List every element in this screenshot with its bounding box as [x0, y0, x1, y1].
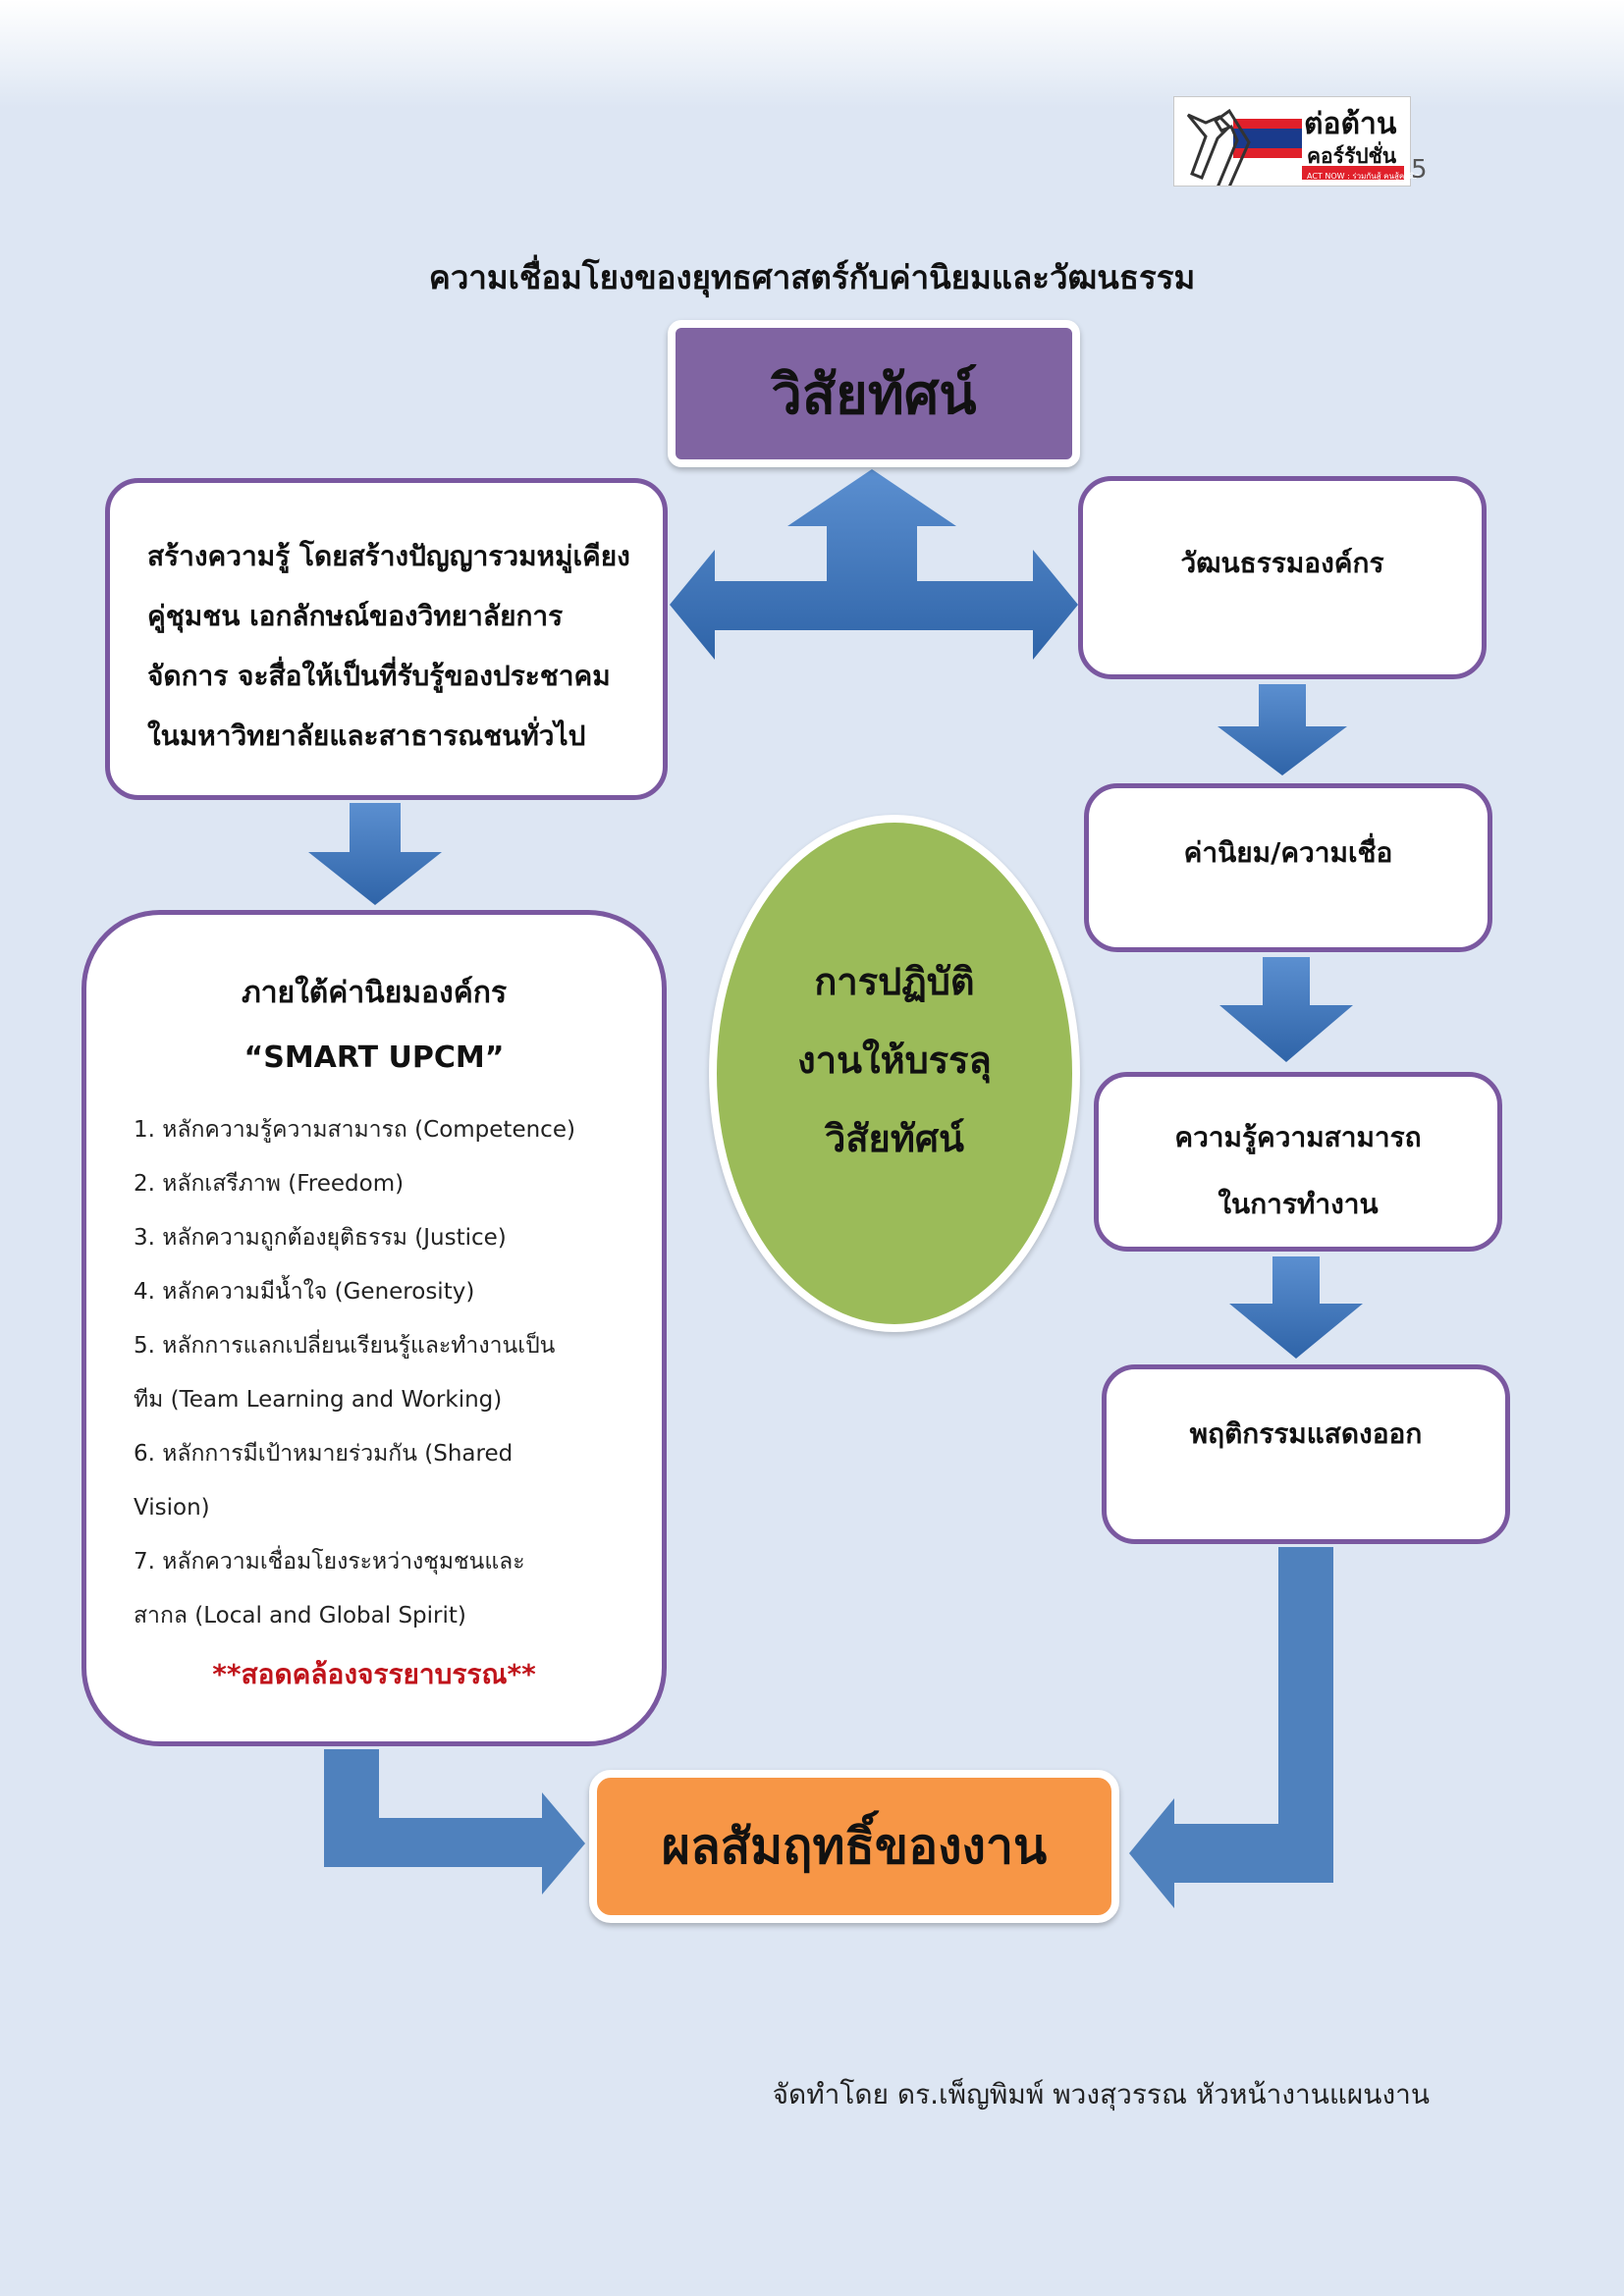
principle-item: 1. หลักความรู้ความสามารถ (Competence) [134, 1117, 575, 1143]
knowledge-line-4: ในมหาวิทยาลัยและสาธารณชนทั่วไป [147, 720, 586, 752]
culture-label: วัฒนธรรมองค์กร [1180, 547, 1384, 579]
logo-tagline: ACT NOW : ร่วมกันสู้ คนสู้คนผิด [1307, 172, 1420, 181]
principles-subheading: “SMART UPCM” [244, 1041, 505, 1075]
work-competence-box: ความรู้ความสามารถ ในการทำงาน [1094, 1072, 1502, 1252]
principle-item: 4. หลักความมีน้ำใจ (Generosity) [134, 1279, 475, 1305]
practice-line-1: การปฏิบัติ [814, 960, 975, 1003]
skill-label-line-1: ความรู้ความสามารถ [1174, 1121, 1422, 1153]
skill-label-line-2: ในการทำงาน [1218, 1188, 1379, 1220]
diagram-title: ความเชื่อมโยงของยุทธศาสตร์กับค่านิยมและว… [428, 258, 1196, 296]
knowledge-line-3: จัดการ จะสื่อให้เป็นที่รับรู้ของประชาคม [147, 660, 611, 692]
values-label: ค่านิยม/ความเชื่อ [1183, 836, 1393, 869]
logo-flag-blue [1233, 129, 1302, 148]
logo-text-bg [1302, 105, 1404, 178]
logo-title: ต่อต้าน [1304, 107, 1397, 141]
fist-icon-left [1186, 113, 1232, 180]
author-credit: จัดทำโดย ดร.เพ็ญพิมพ์ พวงสุวรรณ หัวหน้าง… [772, 2078, 1430, 2110]
anti-corruption-logo: ต่อต้าน คอร์รัปชั่น ACT NOW : ร่วมกันสู้… [1173, 96, 1420, 187]
organization-culture-box: วัฒนธรรมองค์กร [1078, 476, 1487, 679]
page-number: 5 [1411, 155, 1428, 185]
vision-connector-arrow [670, 469, 1078, 660]
down-arrow-culture [1218, 684, 1347, 775]
down-arrow-skill [1229, 1256, 1363, 1359]
principle-item: 5. หลักการแลกเปลี่ยนเรียนรู้และทำงานเป็น [134, 1333, 556, 1359]
practice-text: การปฏิบัติ งานให้บรรลุ วิสัยทัศน์ [717, 942, 1072, 1178]
down-arrow-values [1219, 957, 1353, 1062]
left-flow-arrow [324, 1749, 585, 1895]
knowledge-creation-box: สร้างความรู้ โดยสร้างปัญญารวมหมู่เคียง ค… [105, 478, 668, 800]
right-flow-arrow [1129, 1547, 1333, 1908]
principle-item: Vision) [134, 1495, 210, 1521]
behavior-box: พฤติกรรมแสดงออก [1102, 1364, 1510, 1544]
knowledge-line-2: คู่ชุมชน เอกลักษณ์ของวิทยาลัยการ [147, 600, 564, 632]
vision-box: วิสัยทัศน์ [668, 320, 1080, 467]
page-top-fade [0, 0, 1624, 108]
logo-flag-red-top [1233, 119, 1302, 129]
logo-subtitle: คอร์รัปชั่น [1307, 144, 1397, 168]
practice-ellipse: การปฏิบัติ งานให้บรรลุ วิสัยทัศน์ [709, 815, 1080, 1332]
knowledge-line-1: สร้างความรู้ โดยสร้างปัญญารวมหมู่เคียง [147, 540, 630, 572]
principle-item: ทีม (Team Learning and Working) [134, 1387, 503, 1413]
principle-item: 3. หลักความถูกต้องยุติธรรม (Justice) [134, 1225, 507, 1251]
logo-graphic [1186, 105, 1404, 186]
practice-line-2: งานให้บรรลุ [797, 1039, 992, 1082]
principle-item: 7. หลักความเชื่อมโยงระหว่างชุมชนและ [134, 1549, 525, 1575]
principles-list: 1. หลักความรู้ความสามารถ (Competence) 2.… [134, 1103, 644, 1643]
organization-values-box: ภายใต้ค่านิยมองค์กร “SMART UPCM” 1. หลัก… [81, 910, 667, 1746]
principle-item: 2. หลักเสรีภาพ (Freedom) [134, 1171, 405, 1197]
behavior-label: พฤติกรรมแสดงออก [1189, 1417, 1423, 1450]
down-arrow-knowledge [308, 803, 442, 905]
fist-icon-right [1214, 108, 1251, 186]
logo-tagline-bar [1302, 166, 1404, 180]
principle-item: สากล (Local and Global Spirit) [134, 1603, 466, 1629]
values-beliefs-box: ค่านิยม/ความเชื่อ [1084, 783, 1492, 952]
ethics-note: **สอดคล้องจรรยาบรรณ** [212, 1658, 536, 1690]
principles-heading: ภายใต้ค่านิยมองค์กร [241, 976, 508, 1010]
practice-line-3: วิสัยทัศน์ [825, 1117, 964, 1160]
principle-item: 6. หลักการมีเป้าหมายร่วมกัน (Shared [134, 1441, 514, 1467]
work-result-box: ผลสัมฤทธิ์ของงาน [589, 1770, 1119, 1923]
logo-flag-red-bottom [1233, 148, 1302, 158]
